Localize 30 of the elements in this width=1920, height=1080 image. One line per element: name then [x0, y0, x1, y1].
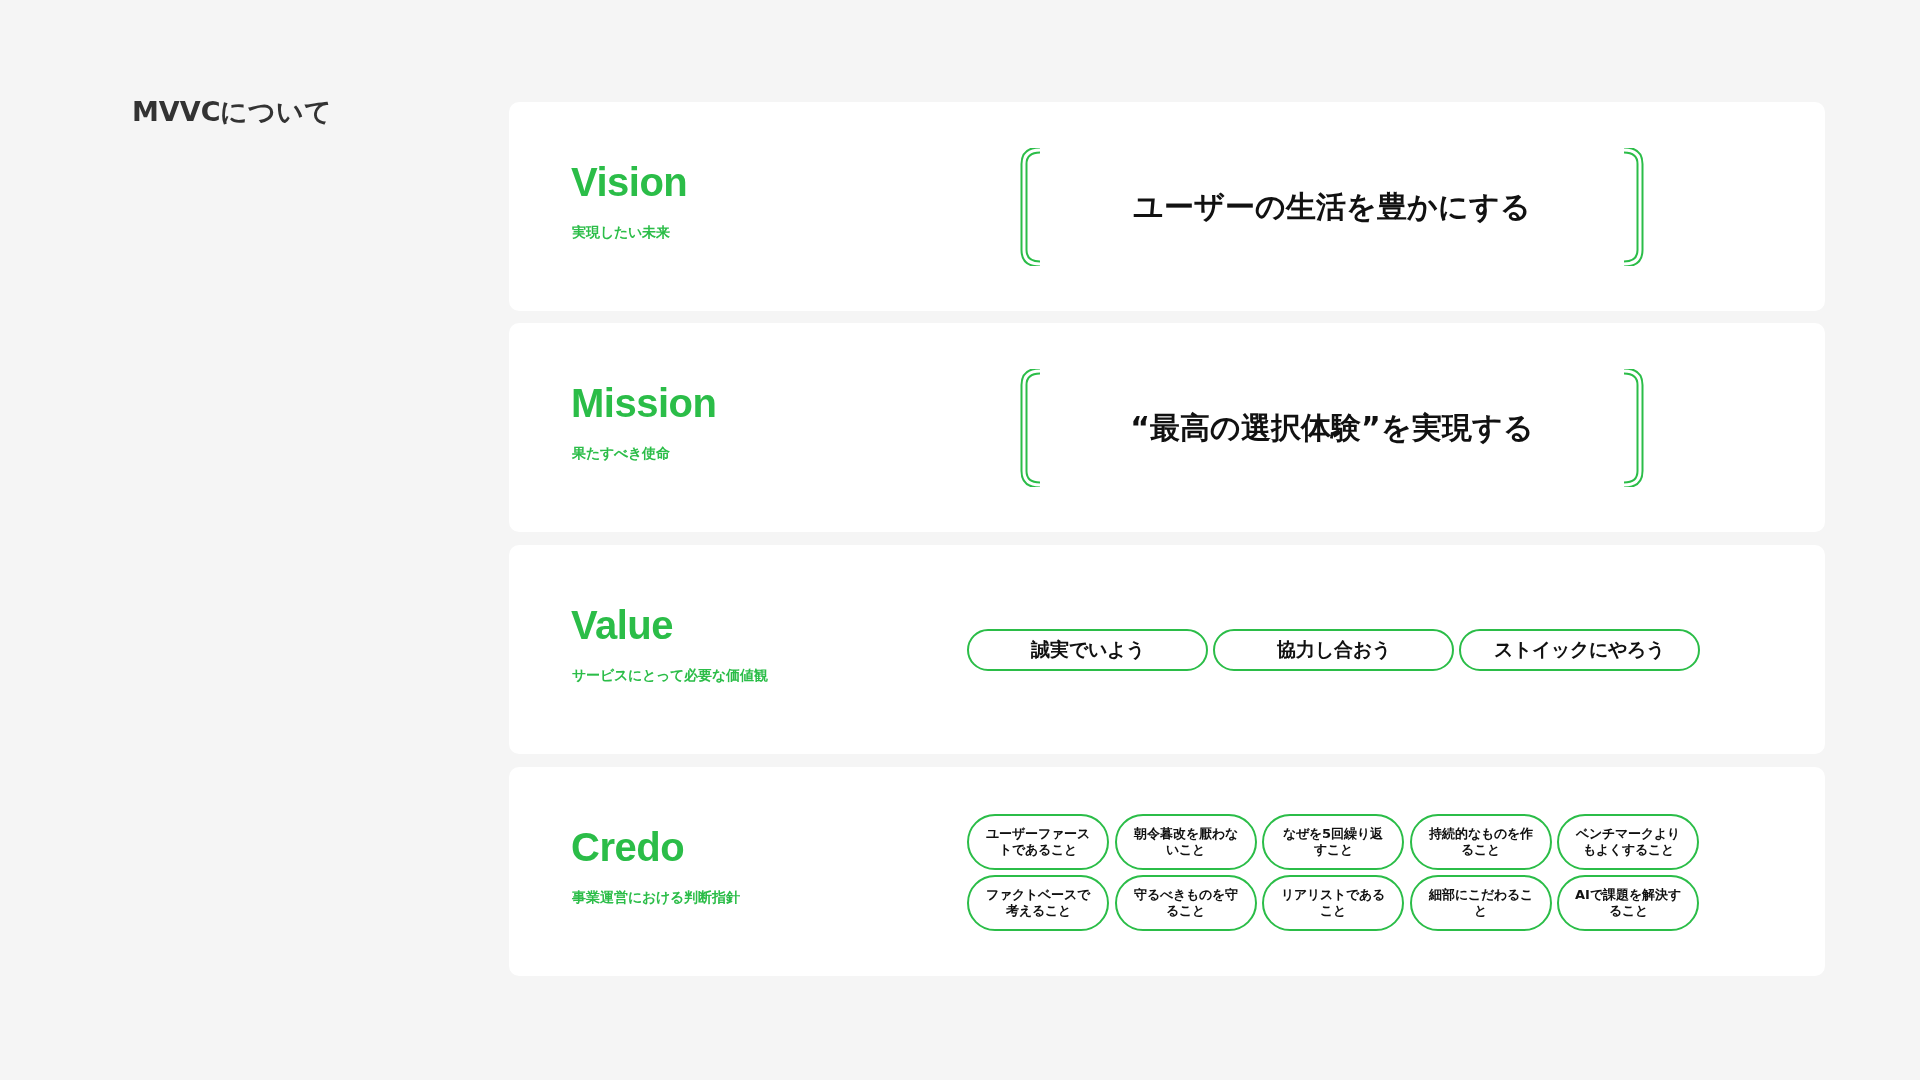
credo-pill: リアリストであること [1262, 875, 1404, 931]
page-title: MVVCについて [132, 95, 333, 129]
statement-text: “最高の選択体験”を実現する [1130, 408, 1534, 447]
section-heading: Value [571, 603, 673, 648]
credo-pill: 持続的なものを作ること [1409, 814, 1552, 870]
statement-box [1020, 369, 1644, 487]
credo-pill: 細部にこだわること [1409, 875, 1552, 931]
credo-pill: ファクトベースで考えること [967, 875, 1109, 931]
credo-pill: ベンチマークよりもよくすること [1557, 814, 1699, 870]
section-subtitle: 果たすべき使命 [572, 445, 670, 463]
value-pill: 誠実でいよう [967, 629, 1208, 671]
section-heading: Mission [571, 381, 717, 426]
credo-pill: なぜを5回繰り返すこと [1262, 814, 1404, 870]
section-subtitle: 事業運営における判断指針 [572, 889, 740, 907]
value-pill: 協力し合おう [1213, 629, 1454, 671]
section-heading: Credo [571, 825, 685, 870]
section-card [509, 102, 1825, 311]
section-card [509, 767, 1825, 976]
section-heading: Vision [571, 160, 688, 205]
section-subtitle: サービスにとって必要な価値観 [572, 667, 768, 685]
section-card [509, 545, 1825, 754]
credo-pill: ユーザーファーストであること [967, 814, 1109, 870]
section-subtitle: 実現したい未来 [572, 224, 670, 242]
credo-pill: AIで課題を解決すること [1557, 875, 1699, 931]
statement-text: ユーザーの生活を豊かにする [1133, 187, 1531, 226]
section-card [509, 323, 1825, 532]
value-pill: ストイックにやろう [1459, 629, 1700, 671]
credo-pill: 守るべきものを守ること [1114, 875, 1257, 931]
credo-pill: 朝令暮改を厭わないこと [1114, 814, 1257, 870]
statement-box [1020, 148, 1644, 266]
